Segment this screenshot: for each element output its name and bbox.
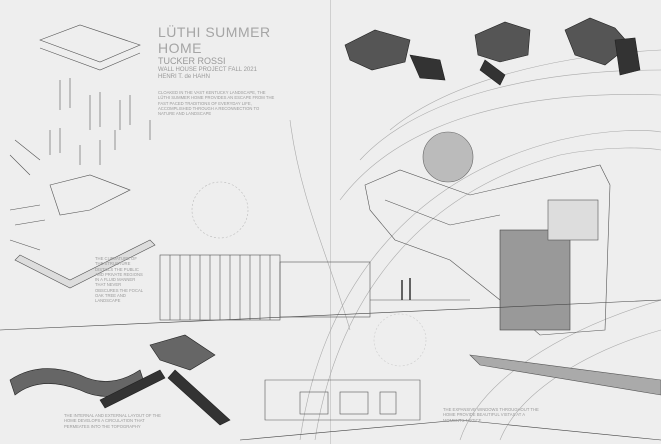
exploded-axonometric (9, 24, 156, 289)
project-name: WALL HOUSE PROJECT FALL 2021 (158, 67, 257, 73)
south-elevation (0, 254, 661, 331)
intro-text: CLOAKED IN THE VAST KENTUCKY LANDSCAPE, … (158, 90, 275, 117)
page-fold (330, 0, 331, 444)
oak-tree (422, 131, 474, 183)
project-title: LÜTHI SUMMER HOME (158, 24, 271, 56)
curvature-note: THE CURVATURE OF THE STRUCTURE DISTILLS … (95, 256, 143, 304)
section-drawing (239, 354, 661, 441)
site-plan (364, 164, 611, 336)
model-lower (9, 334, 231, 426)
author-name: TUCKER ROSSI (158, 56, 226, 66)
windows-note: THE EXPANSIVE WINDOWS THROUGHOUT THE HOM… (443, 407, 539, 423)
circulation-note: THE INTERNAL AND EXTERNAL LAYOUT OF THE … (64, 413, 161, 429)
advisor-name: HENRI T. de HAHN (158, 74, 210, 80)
model-views (344, 17, 641, 86)
